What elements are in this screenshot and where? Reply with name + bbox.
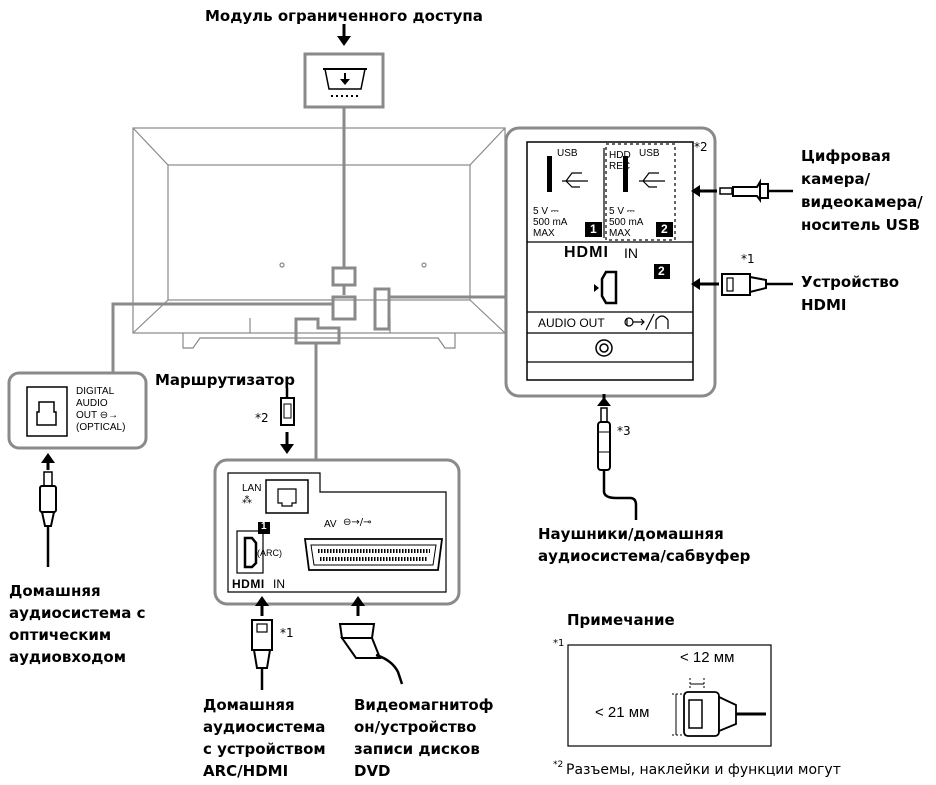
- note-footnote-2-text: Разъемы, наклейки и функции могут: [566, 762, 841, 778]
- usb-cable: [691, 178, 793, 203]
- cam-module: [303, 52, 385, 109]
- arrow-down-icon: [337, 24, 351, 46]
- tv-connection-lines: [111, 107, 527, 460]
- router-label: Маршрутизатор: [155, 371, 296, 389]
- footnote-1-mark-bottom: *1: [280, 626, 294, 640]
- hdmi-logo-bottom: HDMI: [232, 577, 265, 591]
- hdmi-logo: HDMI: [564, 244, 609, 261]
- hdmi-cable-right: [691, 273, 793, 296]
- home-audio-arc-label: Домашняя аудиосистема с устройством ARC/…: [203, 696, 326, 780]
- hdmi-cable-bottom: [251, 596, 273, 690]
- scart-cable: [338, 596, 404, 685]
- power1-label: 5 V ⎓ 500 mA MAX: [533, 206, 568, 239]
- headphones-label: Наушники/домашняя аудиосистема/сабвуфер: [538, 525, 751, 565]
- home-audio-optical-label: Домашняя аудиосистема с оптическим аудио…: [9, 582, 146, 666]
- lan-label: LAN: [242, 483, 262, 494]
- digital-camera-label: Цифровая камера/ видеокамера/ носитель U…: [801, 147, 923, 234]
- optical-panel: [7, 371, 148, 567]
- hdmi-device-label: Устройство HDMI: [801, 273, 900, 314]
- footnote-3-mark: *3: [617, 424, 631, 438]
- height-dimension-label: < 21 мм: [595, 704, 650, 721]
- lan-plug: [280, 388, 295, 454]
- hdmi-port-2-number: 2: [658, 264, 665, 278]
- cam-module-label: Модуль ограниченного доступа: [205, 7, 483, 25]
- hdmi-in-label: IN: [624, 245, 638, 261]
- av-io-icon: ⊖→/⊸: [343, 517, 372, 528]
- headphone-plug: [597, 394, 638, 520]
- usb1-label: USB: [557, 148, 578, 159]
- side-panel: [504, 126, 717, 398]
- network-icon: ⁂: [242, 495, 252, 506]
- hdmi-port-1-number: 1: [261, 521, 267, 532]
- optical-port-label: DIGITAL AUDIO OUT ⊖→ (OPTICAL): [76, 386, 126, 433]
- power2-label: 5 V ⎓ 500 mA MAX: [609, 206, 644, 239]
- tv-back: [132, 127, 506, 349]
- audio-out-label: AUDIO OUT: [538, 316, 605, 330]
- footnote-1-mark: *1: [741, 252, 755, 266]
- tv-port-blocks: [294, 266, 391, 345]
- note-box: [567, 644, 772, 747]
- arc-label: (ARC): [257, 548, 282, 558]
- footnote-2-mark-lan: *2: [255, 411, 269, 425]
- note-title: Примечание: [567, 611, 675, 629]
- hdmi-in-bottom: IN: [273, 577, 285, 591]
- usb-port-1-number: 1: [590, 222, 597, 236]
- usb-port-2-number: 2: [661, 222, 668, 236]
- usb2-label: USB: [639, 148, 660, 159]
- hdd-rec-label: HDD REC: [609, 150, 631, 172]
- note-footnote-2-mark: *2: [553, 760, 564, 770]
- vcr-dvd-label: Видеомагнитоф он/устройство записи диско…: [354, 696, 494, 780]
- width-dimension-label: < 12 мм: [680, 649, 735, 666]
- av-label: AV: [324, 519, 337, 530]
- bottom-panel: [213, 458, 461, 606]
- footnote-2-mark: *2: [694, 140, 708, 154]
- note-footnote-1: *1: [553, 638, 565, 649]
